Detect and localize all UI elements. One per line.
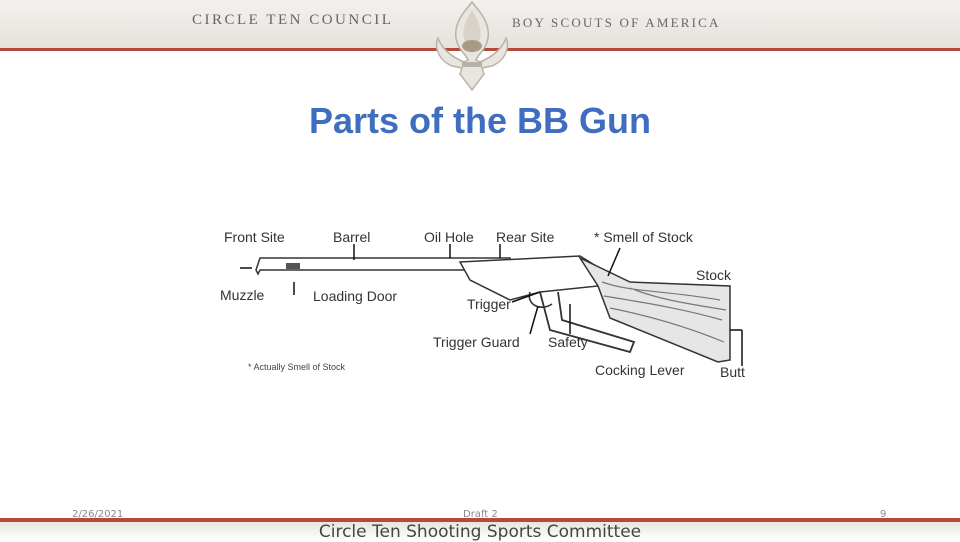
label-butt: Butt	[720, 364, 745, 380]
bb-gun-diagram	[240, 244, 743, 366]
footer-page-number: 9	[880, 509, 887, 520]
barrel-shape	[255, 257, 511, 276]
bsa-name: BOY SCOUTS OF AMERICA	[512, 15, 721, 30]
stock-shape	[577, 256, 731, 363]
footer-date: 2/26/2021	[72, 509, 124, 520]
label-safety: Safety	[548, 334, 588, 350]
footer-shadow	[0, 522, 960, 540]
trigger-guard-shape	[528, 291, 553, 308]
label-oil-hole: Oil Hole	[424, 229, 474, 245]
footer-organization: Circle Ten Shooting Sports Committee	[318, 522, 642, 542]
fleur-de-lis-emblem-icon	[435, 0, 509, 92]
loading-door-shape	[286, 263, 300, 269]
footer-band	[0, 518, 960, 522]
label-trigger-guard: Trigger Guard	[433, 334, 520, 350]
label-barrel: Barrel	[333, 229, 371, 245]
label-stock: Stock	[696, 267, 732, 283]
label-smell-of-stock: * Smell of Stock	[594, 229, 693, 245]
council-name: CIRCLE TEN COUNCIL	[192, 12, 394, 28]
label-trigger: Trigger	[467, 296, 511, 312]
label-loading-door: Loading Door	[313, 288, 398, 304]
receiver-shape	[458, 255, 599, 301]
label-front-site: Front Site	[224, 229, 285, 245]
footnote: * Actually Smell of Stock	[248, 362, 346, 372]
slide-title: Parts of the BB Gun	[308, 100, 652, 141]
label-cocking-lever: Cocking Lever	[595, 362, 685, 378]
footer-draft: Draft 2	[463, 509, 498, 520]
label-rear-site: Rear Site	[496, 229, 555, 245]
label-muzzle: Muzzle	[220, 287, 265, 303]
cocking-lever-shape	[539, 291, 636, 354]
